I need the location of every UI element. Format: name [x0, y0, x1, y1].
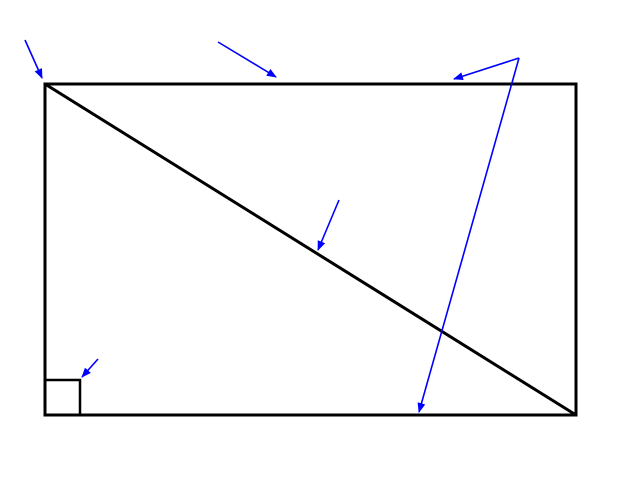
annotation-arrows [24, 39, 520, 413]
vertex-arrow [24, 39, 43, 79]
right-angle-marker [43, 378, 82, 417]
opposite-sides-arrow-bottom [417, 57, 520, 413]
opposite-sides-arrow-top [453, 57, 520, 81]
top-side-arrow [217, 41, 277, 78]
right-angle-arrow [81, 358, 99, 378]
diagonal-arrow [317, 199, 340, 251]
rectangle [43, 82, 578, 417]
diagonal [44, 82, 577, 417]
